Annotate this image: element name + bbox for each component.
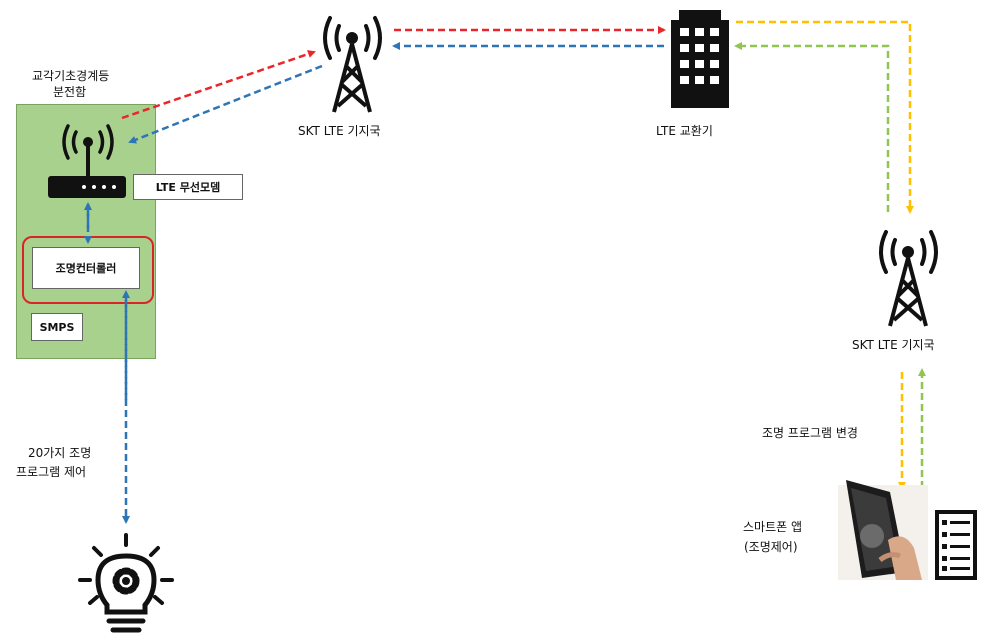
smartphone-label-line2: (조명제어) bbox=[744, 540, 798, 554]
tower-top-icon bbox=[323, 16, 382, 113]
smartphone-image bbox=[838, 480, 928, 580]
cabinet-title-line1: 교각기초경계등 bbox=[32, 69, 110, 83]
modem-label: LTE 무선모뎀 bbox=[155, 181, 221, 194]
smartphone-label-line1: 스마트폰 앱 bbox=[743, 520, 803, 534]
tower-right-label: SKT LTE 기지국 bbox=[852, 338, 935, 352]
lighting-control-line2: 프로그램 제어 bbox=[16, 465, 87, 479]
smps-label: SMPS bbox=[39, 320, 75, 334]
controller-label: 조명컨터롤러 bbox=[55, 262, 117, 275]
lightbulb-gear-icon bbox=[78, 533, 174, 633]
cabinet-title-line2: 분전함 bbox=[53, 85, 87, 99]
controller-label-box: 조명컨터롤러 bbox=[32, 247, 140, 289]
tower-top-label: SKT LTE 기지국 bbox=[298, 124, 381, 138]
arrow-exchange-to-right-tower bbox=[736, 20, 914, 214]
lighting-control-line1: 20가지 조명 bbox=[28, 446, 92, 460]
exchange-label: LTE 교환기 bbox=[656, 124, 713, 138]
program-change-label: 조명 프로그램 변경 bbox=[762, 426, 858, 440]
arrow-tower-to-modem bbox=[128, 64, 323, 144]
modem-icon bbox=[48, 124, 126, 198]
arrow-modem-to-tower bbox=[121, 50, 316, 120]
smps-label-box: SMPS bbox=[31, 313, 83, 341]
tower-right-icon bbox=[879, 230, 938, 327]
modem-label-box: LTE 무선모뎀 bbox=[133, 174, 243, 200]
building-icon bbox=[671, 10, 729, 108]
checklist-icon bbox=[935, 510, 977, 580]
arrow-right-tower-to-exchange bbox=[734, 42, 890, 212]
